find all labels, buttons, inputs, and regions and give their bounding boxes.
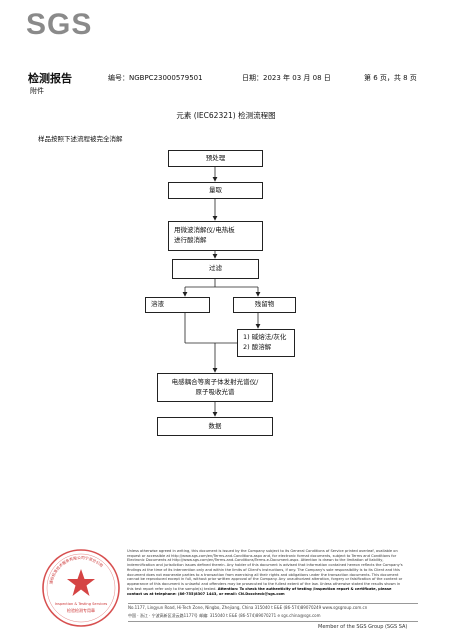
flowchart-intro: 样品按照下述流程被完全消解 (38, 135, 123, 143)
step-residue: 残留物 (233, 297, 296, 313)
report-number: 编号：NGBPC23000579501 (108, 74, 203, 82)
svg-text:检验检测专用章: 检验检测专用章 (67, 607, 95, 613)
address-chinese: 中国 · 浙江 · 宁波高新区凌云路1177号 邮编: 315040 t E&E… (128, 613, 321, 618)
footer-divider (128, 603, 418, 604)
authenticity-notice: Attention: To check the authenticity of … (127, 586, 392, 596)
step-acid-digestion: 用微波消解仪/电热板进行酸消解 (168, 221, 263, 251)
step-residue-treatment: 1) 碱熔法/灰化 2) 酸溶解 (237, 329, 295, 357)
step-weigh: 量取 (168, 182, 263, 199)
address-english: No.1177, Lingyun Road, Hi-Tech Zone, Nin… (128, 605, 368, 610)
step-solution: 溶液 (145, 297, 210, 313)
step-filter: 过滤 (172, 259, 259, 279)
residue-treatment-line-2: 2) 酸溶解 (243, 343, 272, 351)
flowchart-title: 元素 (IEC62321) 检测流程图 (176, 111, 276, 120)
footer-divider-bottom (128, 621, 418, 622)
step-data: 数据 (157, 417, 273, 436)
report-subtitle: 附件 (30, 87, 44, 95)
sgs-logo: SGS (26, 8, 93, 41)
residue-treatment-line-1: 1) 碱熔法/灰化 (243, 333, 287, 342)
sgs-membership: Member of the SGS Group (SGS SA) (318, 624, 408, 630)
svg-text:Inspection & Testing Services: Inspection & Testing Services (55, 602, 108, 606)
disclaimer-text: Unless otherwise agreed in writing, this… (127, 549, 403, 591)
legal-disclaimer: Unless otherwise agreed in writing, this… (127, 549, 407, 596)
report-title: 检测报告 (28, 72, 72, 85)
step-icp-analysis: 电感耦合等离子体发射光谱仪/原子吸收光谱 (157, 373, 273, 402)
step-pretreatment: 预处理 (168, 150, 263, 167)
company-seal: 通标标准技术服务有限公司宁波分公司 Inspection & Testing S… (42, 549, 120, 627)
report-date: 日期：2023 年 03 月 08 日 (242, 74, 331, 82)
page-number: 第 6 页，共 8 页 (364, 74, 417, 82)
